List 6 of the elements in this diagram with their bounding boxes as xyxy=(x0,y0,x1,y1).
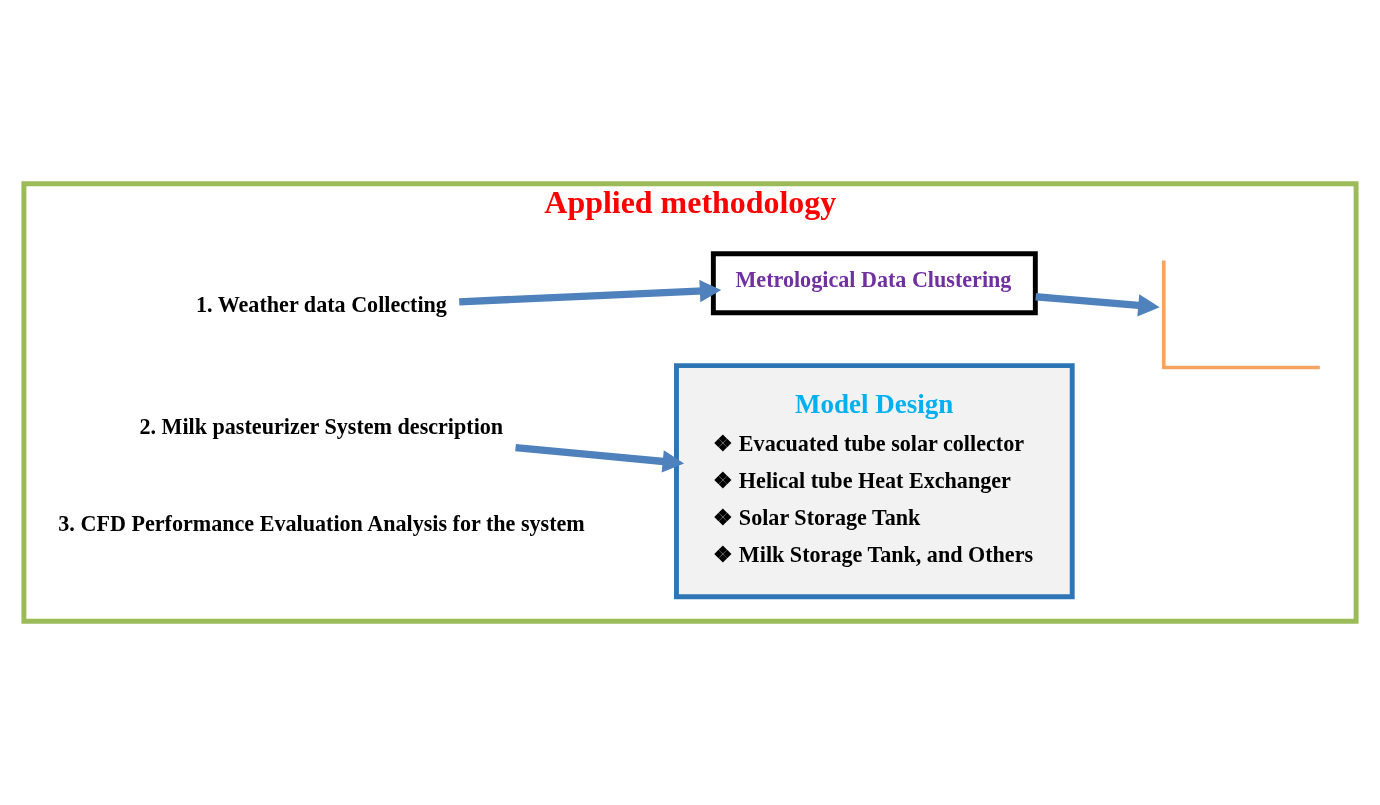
node-text: 2. Milk pasteurizer System description xyxy=(139,413,504,439)
node-text: 1. Weather data Collecting xyxy=(195,292,447,318)
node-picture xyxy=(1161,260,1320,370)
node-box: Model Design ❖ Evacuated tube solar collector ❖ Helical tube Heat Exchanger ❖ Solar Storage Tank ❖ Milk Storage Tank, and Others xyxy=(674,363,1075,600)
label: 3. CFD Performance Evaluation Analysis for the system xyxy=(58,510,585,536)
node-box: Metrological Data Clustering xyxy=(710,251,1038,316)
